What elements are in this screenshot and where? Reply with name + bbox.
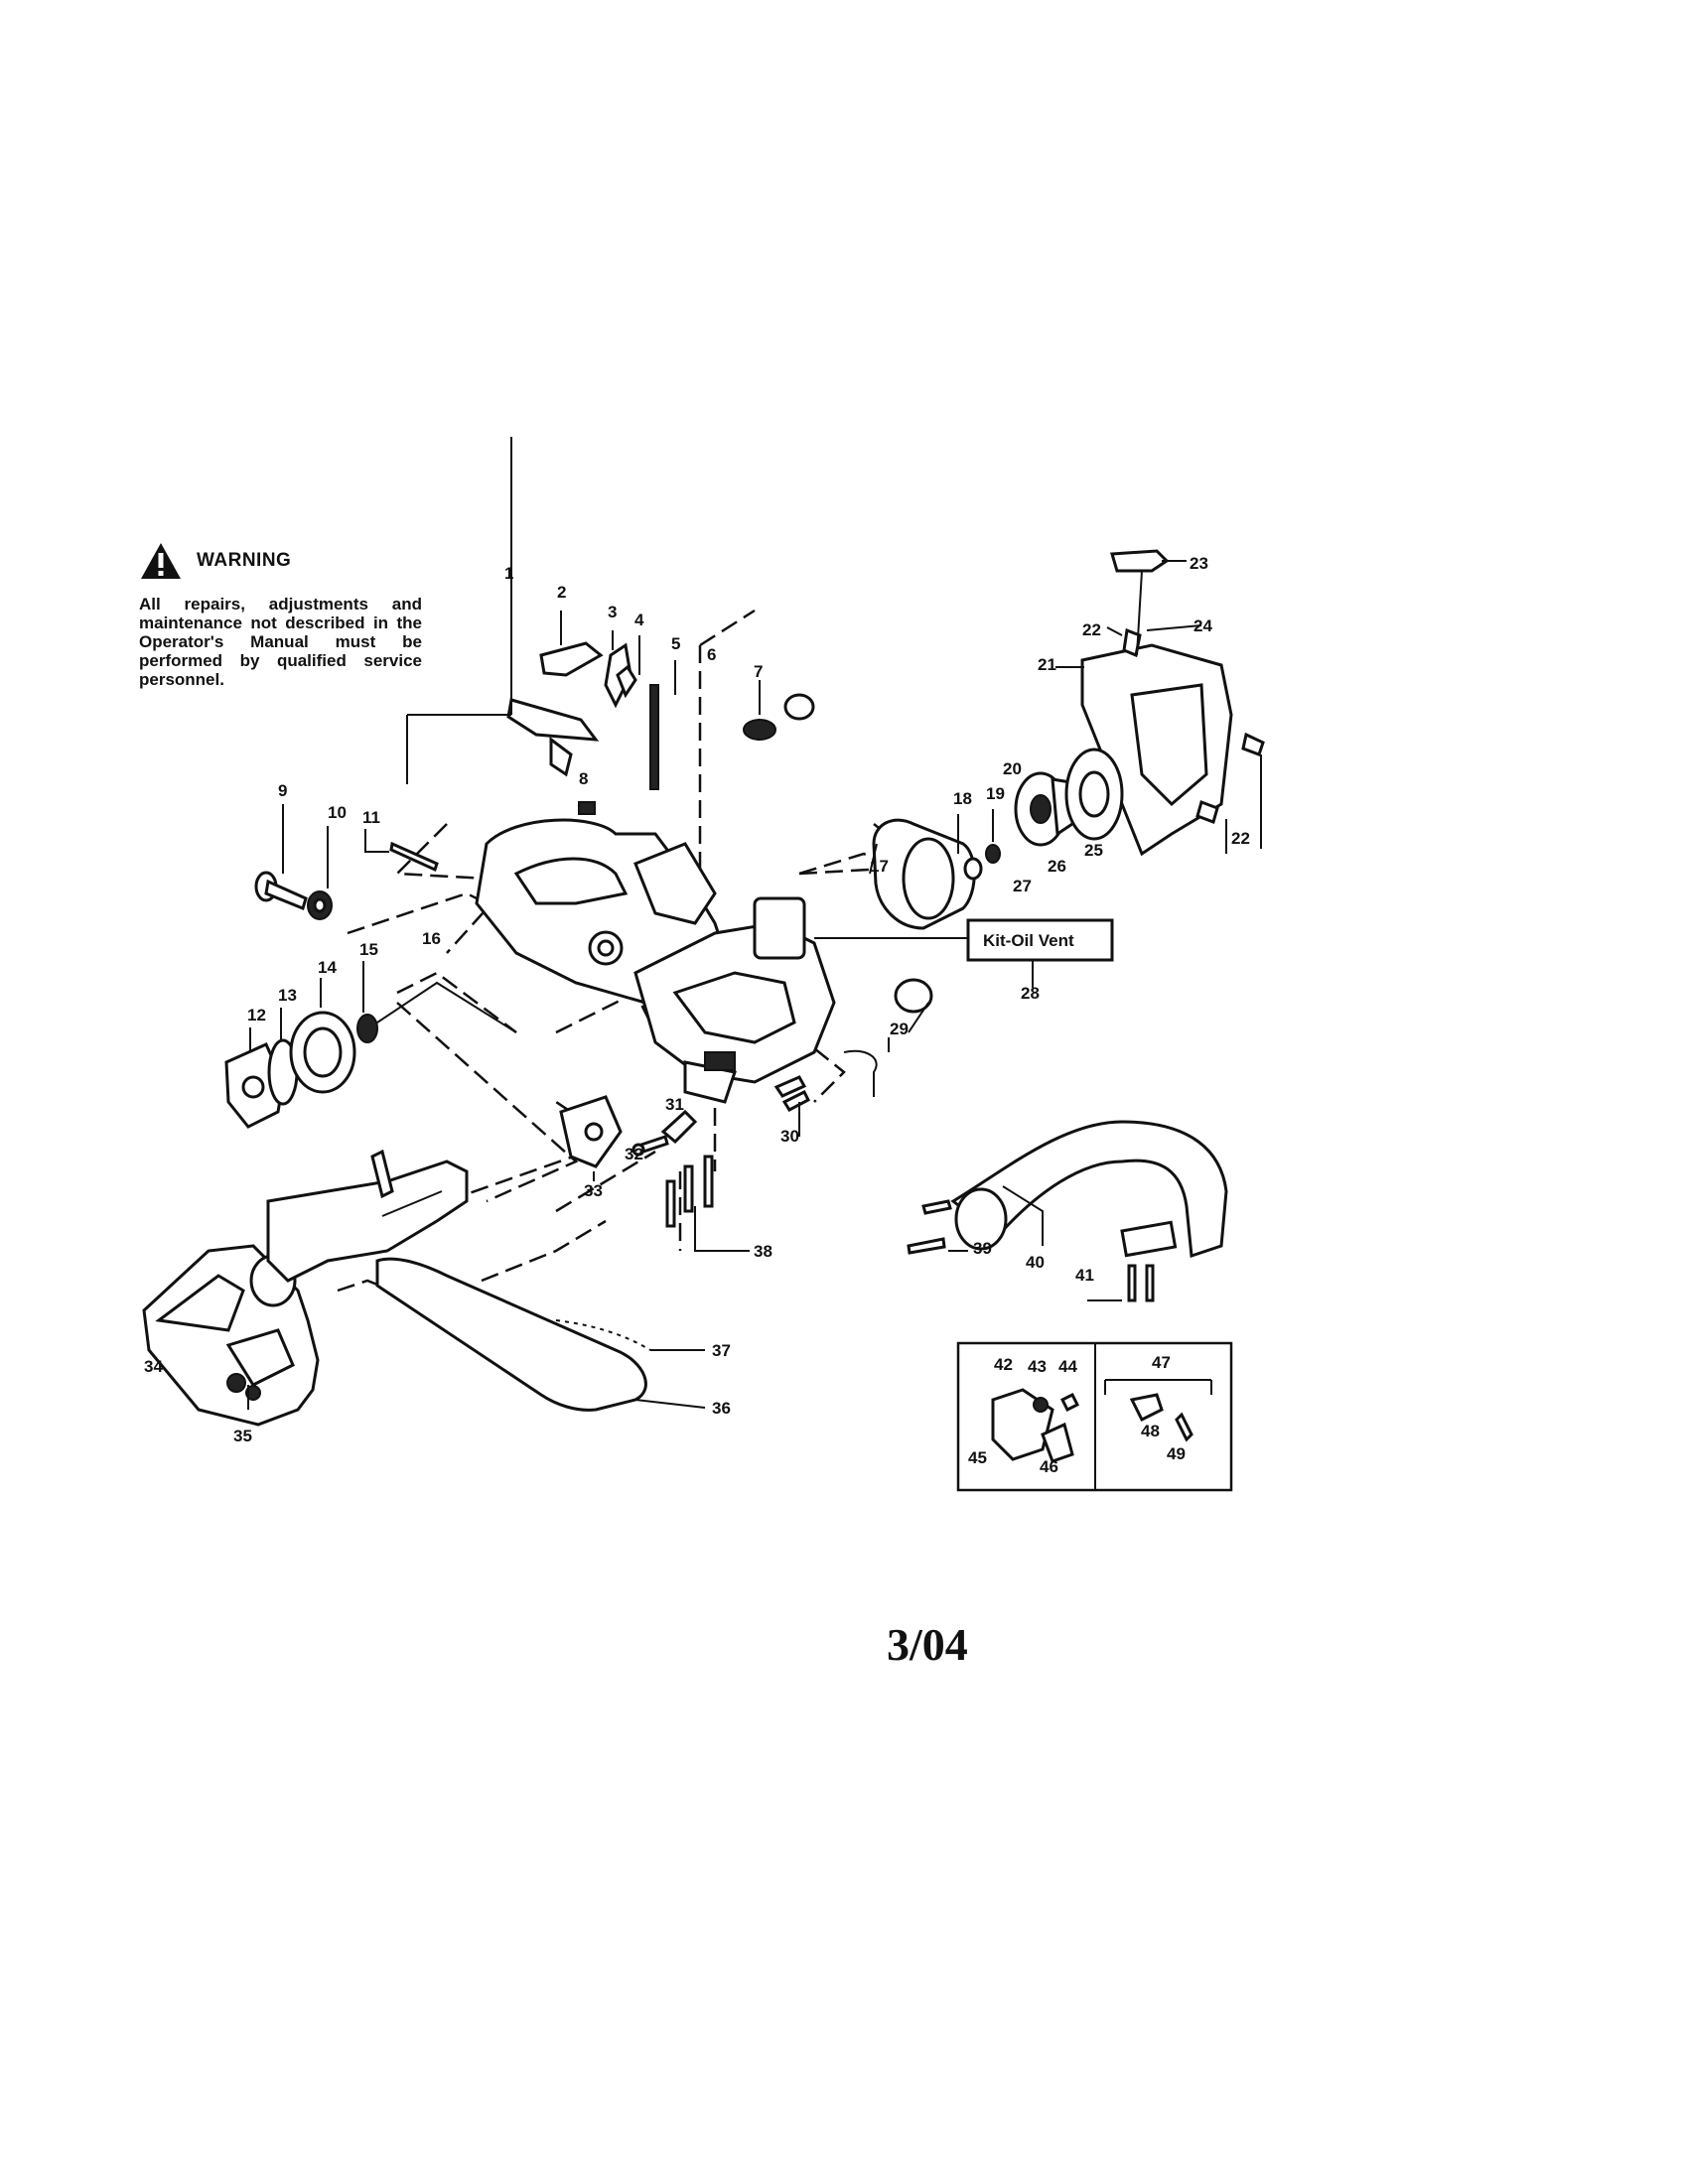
screw-part-22-right <box>1195 732 1265 854</box>
part-number-label: 4 <box>634 611 644 629</box>
part-number-label: 10 <box>328 803 347 822</box>
part-number-label: 6 <box>707 645 716 664</box>
bolt-part-9 <box>254 804 308 911</box>
part-number-label: 19 <box>986 784 1005 803</box>
part-number-label: 22 <box>1082 620 1101 639</box>
inset-kit-box <box>956 1341 1233 1492</box>
part-31 <box>660 1109 698 1145</box>
part-number-label: 11 <box>362 808 380 827</box>
part-number-label: 24 <box>1193 616 1212 635</box>
part-number-label: 14 <box>318 958 337 977</box>
screws-part-41 <box>1087 1264 1155 1302</box>
pin-part-11 <box>364 829 439 873</box>
part-number-label: 27 <box>1013 877 1032 895</box>
part-number-label: 39 <box>973 1239 992 1258</box>
part-number-label: 16 <box>422 929 441 948</box>
part-number-label: 23 <box>1190 554 1208 573</box>
rope-part-24 <box>1136 570 1202 656</box>
date-stamp: 3/04 <box>887 1619 968 1670</box>
part-number-label: 49 <box>1167 1444 1186 1463</box>
main-housing <box>475 818 727 1005</box>
part-number-label: 28 <box>1021 984 1040 1003</box>
part-number-label: 2 <box>557 583 566 602</box>
starter-cover-part-21 <box>1055 643 1233 857</box>
part-number-label: 45 <box>968 1448 987 1467</box>
rewind-spring-part-25 <box>1064 748 1124 841</box>
part-number-label: 48 <box>1141 1422 1160 1440</box>
washer-part-10 <box>307 826 333 920</box>
warning-text: All repairs, adjustments and maintenance… <box>139 595 422 689</box>
lever-part-2 <box>539 611 604 677</box>
part-number-label: 1 <box>504 564 513 583</box>
kit-oil-vent-callout: Kit-Oil Vent <box>814 918 1114 988</box>
part-number-label: 42 <box>994 1355 1013 1374</box>
part-number-label: 3 <box>608 603 617 621</box>
part-number-label: 26 <box>1048 857 1066 876</box>
part-number-label: 18 <box>953 789 972 808</box>
part-number-label: 8 <box>579 769 588 788</box>
part-number-label: 21 <box>1038 655 1056 674</box>
guide-bar-part-36 <box>375 1257 706 1412</box>
screws-part-30 <box>773 1075 810 1137</box>
part-number-label: 9 <box>278 781 287 800</box>
part-number-label: 31 <box>665 1095 684 1114</box>
screw-part-32 <box>632 1135 669 1157</box>
fan-housing-part-17 <box>869 818 976 930</box>
chain-part-37 <box>555 1319 705 1351</box>
part-number-label: 22 <box>1231 829 1250 848</box>
warning-triangle-icon <box>141 543 181 579</box>
part-number-label: 41 <box>1075 1266 1094 1285</box>
part-number-label: 44 <box>1058 1357 1077 1376</box>
front-handle-part-40 <box>950 1120 1228 1259</box>
spring-part-4 <box>616 635 640 699</box>
part-number-label: 29 <box>890 1020 909 1038</box>
part-number-label: 38 <box>754 1242 772 1261</box>
screw-part-39 <box>907 1199 968 1255</box>
chassis-body <box>633 896 836 1104</box>
chain-brake-arm <box>266 1149 469 1283</box>
warning-title: WARNING <box>197 550 292 571</box>
part-number-label: 34 <box>144 1357 163 1376</box>
part-number-label: 32 <box>625 1145 643 1163</box>
part-number-label: 37 <box>712 1341 731 1360</box>
washer-part-15 <box>356 961 517 1043</box>
oil-cap-part <box>894 978 933 1033</box>
part-number-label: 5 <box>671 634 680 653</box>
part-number-label: 36 <box>712 1399 731 1418</box>
hose-part-29 <box>843 1037 890 1097</box>
nut-part-18 <box>957 814 983 881</box>
part-number-label: 12 <box>247 1006 266 1024</box>
part-8 <box>578 801 596 815</box>
part-number-label: 30 <box>780 1127 799 1146</box>
kit-oil-vent-label: Kit-Oil Vent <box>983 931 1074 950</box>
screws-part-38 <box>665 1155 750 1252</box>
part-number-label: 13 <box>278 986 297 1005</box>
handle-part-23 <box>1110 549 1187 573</box>
plate-part-33 <box>559 1095 623 1181</box>
part-number-label: 35 <box>233 1427 252 1445</box>
part-number-label: 47 <box>1152 1353 1171 1372</box>
part-number-label: 40 <box>1026 1253 1045 1272</box>
rod-part-5 <box>649 660 676 790</box>
part-number-label: 20 <box>1003 759 1022 778</box>
part-number-label: 43 <box>1028 1357 1047 1376</box>
drum-part-14 <box>289 978 356 1094</box>
part-number-label: 46 <box>1040 1457 1058 1476</box>
part-number-label: 7 <box>754 662 763 681</box>
screw-part-22-top <box>1106 626 1142 658</box>
top-cover-part-1 <box>406 437 600 784</box>
part-7 <box>743 680 815 741</box>
warning-notice: WARNING All repairs, adjustments and mai… <box>139 541 422 689</box>
part-number-label: 25 <box>1084 841 1103 860</box>
part-number-label: 17 <box>870 857 889 876</box>
part-number-label: 33 <box>584 1181 603 1200</box>
part-number-label: 15 <box>359 940 378 959</box>
washer-part-19 <box>985 809 1001 864</box>
